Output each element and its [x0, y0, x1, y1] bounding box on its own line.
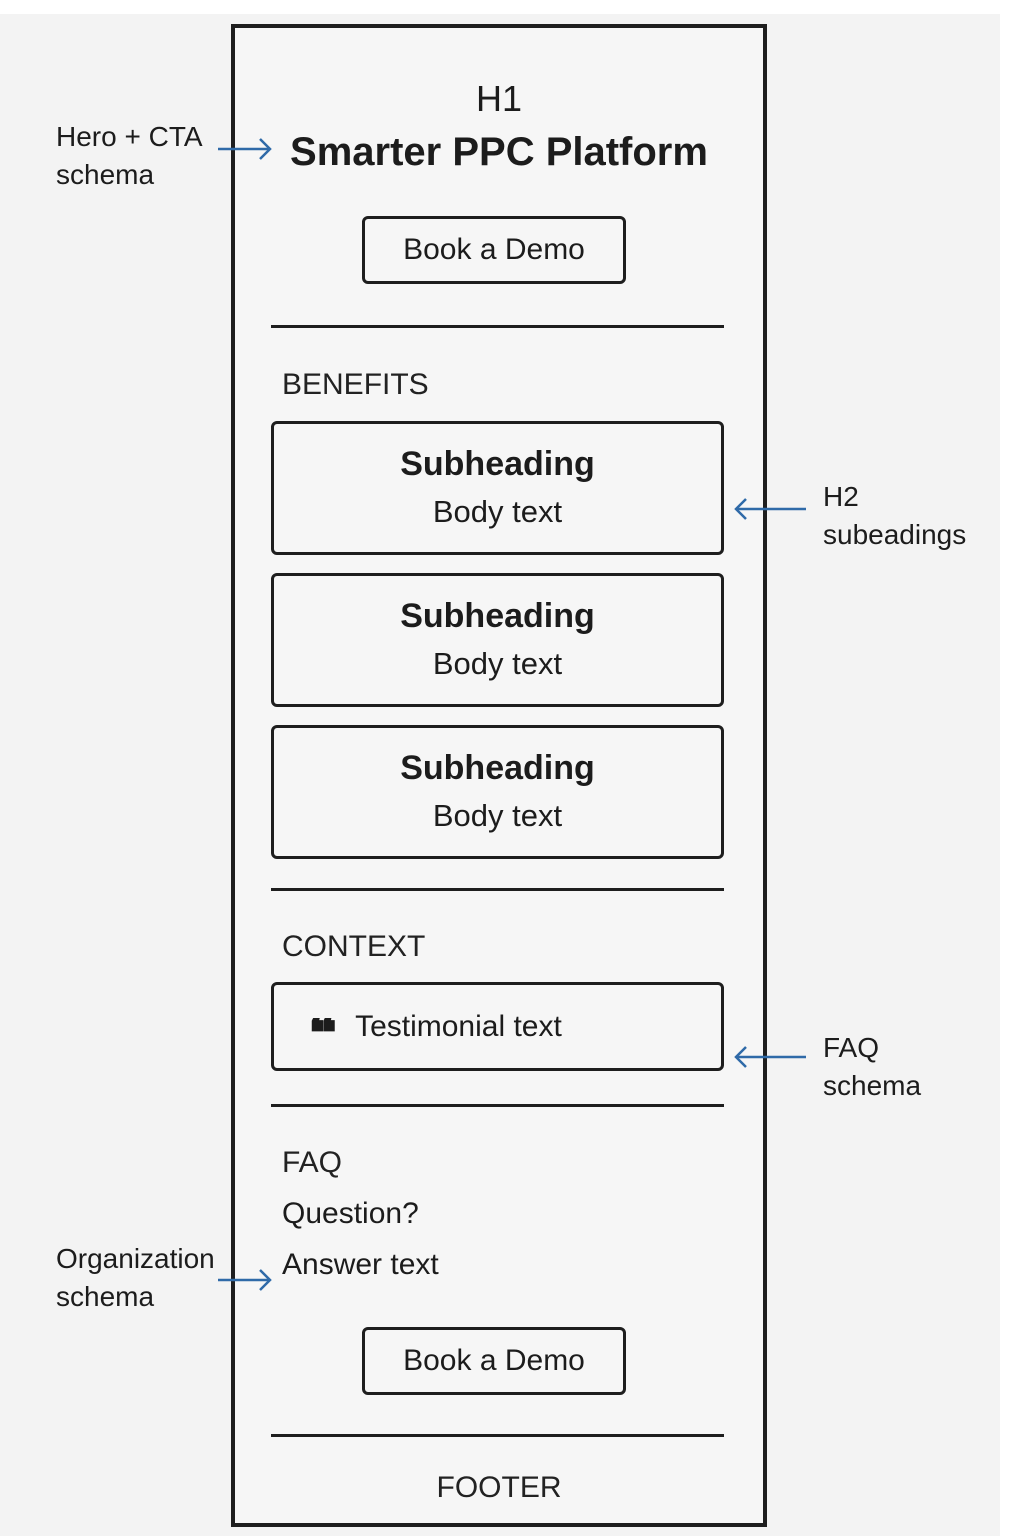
card-body-text: Body text	[432, 494, 563, 529]
arrow-left-icon	[732, 1044, 808, 1070]
h1-label: H1	[475, 78, 523, 119]
faq-question: Question?	[282, 1197, 419, 1230]
benefits-label: BENEFITS	[282, 368, 429, 401]
benefit-card: Subheading Body text	[271, 725, 724, 859]
card-body-text: Body text	[432, 798, 563, 833]
card-body-text: Body text	[432, 646, 563, 681]
annotation-line: Organization	[56, 1243, 215, 1274]
footer-label: FOOTER	[436, 1471, 562, 1504]
annotation-line: subeadings	[823, 519, 967, 550]
annotation-faq: FAQ schema	[823, 1029, 921, 1105]
card-subheading: Subheading	[400, 445, 595, 483]
annotation-organization: Organization schema	[56, 1240, 215, 1316]
annotation-line: schema	[56, 159, 155, 190]
quote-icon: ❝	[308, 1018, 337, 1048]
book-demo-button-faq[interactable]: Book a Demo	[362, 1327, 626, 1395]
annotation-line: schema	[823, 1070, 922, 1101]
benefit-card: Subheading Body text	[271, 573, 724, 707]
divider-context	[271, 1104, 724, 1107]
card-subheading: Subheading	[400, 597, 595, 635]
divider-faq	[271, 1434, 724, 1437]
annotation-h2: H2 subeadings	[823, 478, 966, 554]
book-demo-button-hero[interactable]: Book a Demo	[362, 216, 626, 284]
testimonial-text: Testimonial text	[355, 1009, 562, 1043]
annotation-line: schema	[56, 1281, 155, 1312]
annotation-line: Hero + CTA	[56, 121, 203, 152]
arrow-left-icon	[732, 496, 808, 522]
divider-benefits	[271, 888, 724, 891]
context-label: CONTEXT	[282, 930, 426, 963]
annotation-line: FAQ	[823, 1032, 880, 1063]
annotation-line: H2	[823, 481, 859, 512]
arrow-right-icon	[216, 136, 274, 162]
faq-answer: Answer text	[282, 1248, 439, 1281]
faq-label: FAQ	[282, 1146, 343, 1179]
arrow-right-icon	[216, 1267, 274, 1293]
hero-title: Smarter PPC Platform	[290, 130, 708, 174]
benefit-card: Subheading Body text	[271, 421, 724, 555]
divider-hero	[271, 325, 724, 328]
annotation-hero-cta: Hero + CTA schema	[56, 118, 203, 194]
card-subheading: Subheading	[400, 749, 595, 787]
testimonial-box: ❝ Testimonial text	[271, 982, 724, 1071]
